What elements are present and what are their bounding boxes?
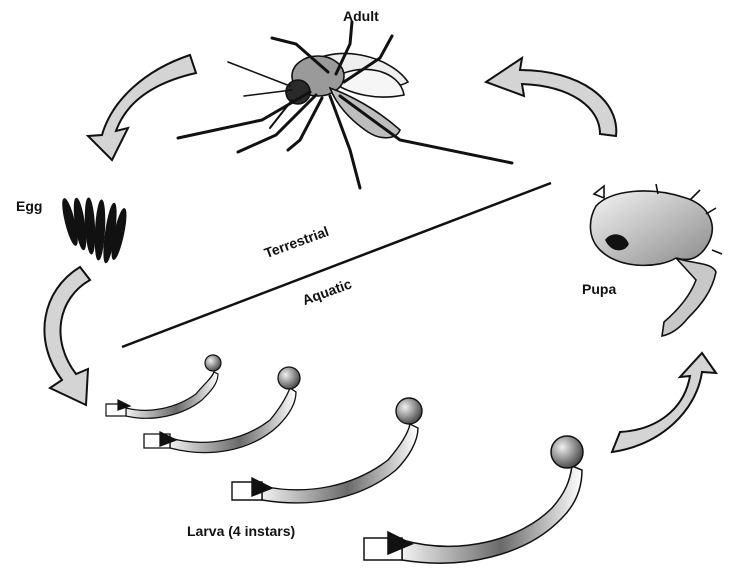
larva-instar-1-icon <box>106 355 221 418</box>
mosquito-adult-icon <box>178 22 512 188</box>
label-larva: Larva (4 instars) <box>187 523 295 539</box>
arrow-larva-to-pupa <box>612 353 716 452</box>
larva-instar-3-icon <box>232 398 422 503</box>
arrow-adult-to-egg <box>88 55 196 160</box>
label-egg: Egg <box>16 198 42 214</box>
arrow-pupa-to-adult <box>486 58 616 136</box>
pupa-icon <box>590 184 722 336</box>
arrow-egg-to-larva <box>44 267 90 405</box>
terrestrial-aquatic-divider <box>122 183 551 347</box>
label-pupa: Pupa <box>582 281 616 297</box>
label-adult: Adult <box>343 8 379 24</box>
egg-raft-icon <box>60 198 129 264</box>
